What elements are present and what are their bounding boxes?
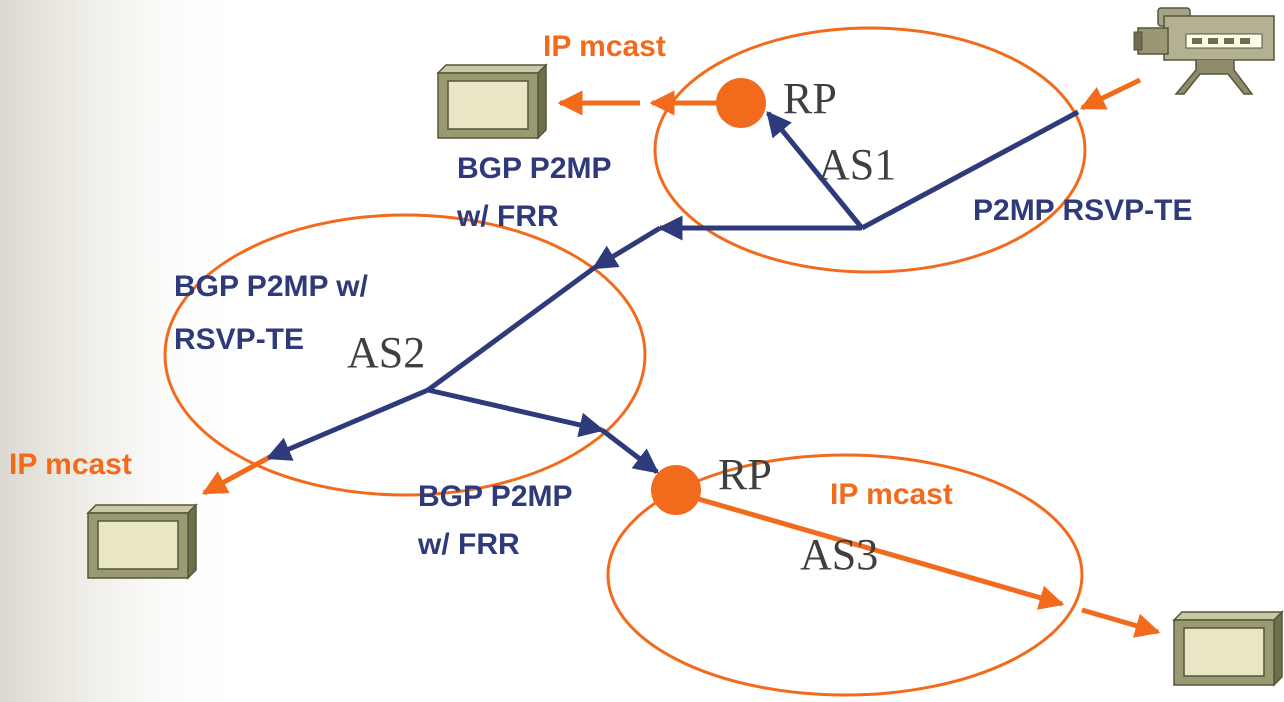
rp-as3-tree: [694, 495, 1065, 610]
rp-as3-label: RP: [718, 450, 772, 499]
monitor-icon: [436, 63, 548, 140]
bgp-p2mp-frr-top-line2: w/ FRR: [457, 200, 559, 233]
ip-mcast-label-top: IP mcast: [543, 30, 666, 63]
bgp-p2mp-frr-top-line1: BGP P2MP: [457, 152, 612, 185]
as2-trunk: [426, 265, 596, 393]
trunk-source-branch: [860, 109, 1080, 231]
monitor-icon: [86, 503, 198, 580]
as1-label: AS1: [818, 140, 897, 189]
branch-to-rp-as1: [766, 111, 864, 230]
rp-as1-node: [716, 78, 766, 128]
monitor-icon: [1172, 610, 1284, 687]
p2mp-tree: [265, 109, 1080, 474]
p2mp-rsvp-te-label: P2MP RSVP-TE: [973, 194, 1193, 227]
bgp-p2mp-frr-bottom-line1: BGP P2MP: [418, 480, 573, 513]
bgp-p2mp-rsvp-line1: BGP P2MP w/: [174, 270, 368, 303]
inter-as-link-1-2: [591, 225, 662, 271]
ip-multicast-flows: [201, 77, 1161, 638]
source-feed-arrow: [1079, 77, 1142, 111]
as2-label: AS2: [347, 328, 426, 377]
inter-as-link-2-3: [600, 428, 659, 474]
as3-label: AS3: [800, 530, 879, 579]
rp-as1-label: RP: [783, 74, 837, 123]
as3-to-monitor-right: [1081, 607, 1161, 638]
bgp-p2mp-frr-bottom-line2: w/ FRR: [418, 528, 520, 561]
branch-to-as3-border: [427, 387, 605, 438]
rp-as3-node: [651, 465, 701, 515]
as2-to-monitor-left: [201, 455, 270, 496]
as3-ellipse: [606, 453, 1084, 697]
as2-ellipse: [163, 213, 647, 497]
bgp-p2mp-rsvp-line2: RSVP-TE: [174, 323, 305, 356]
branch-to-left-exit: [265, 387, 429, 461]
as1-ellipse: [653, 26, 1087, 274]
video-camera-icon: [1133, 7, 1275, 95]
ip-mcast-label-left: IP mcast: [9, 448, 132, 481]
ip-mcast-label-as3: IP mcast: [830, 478, 953, 511]
